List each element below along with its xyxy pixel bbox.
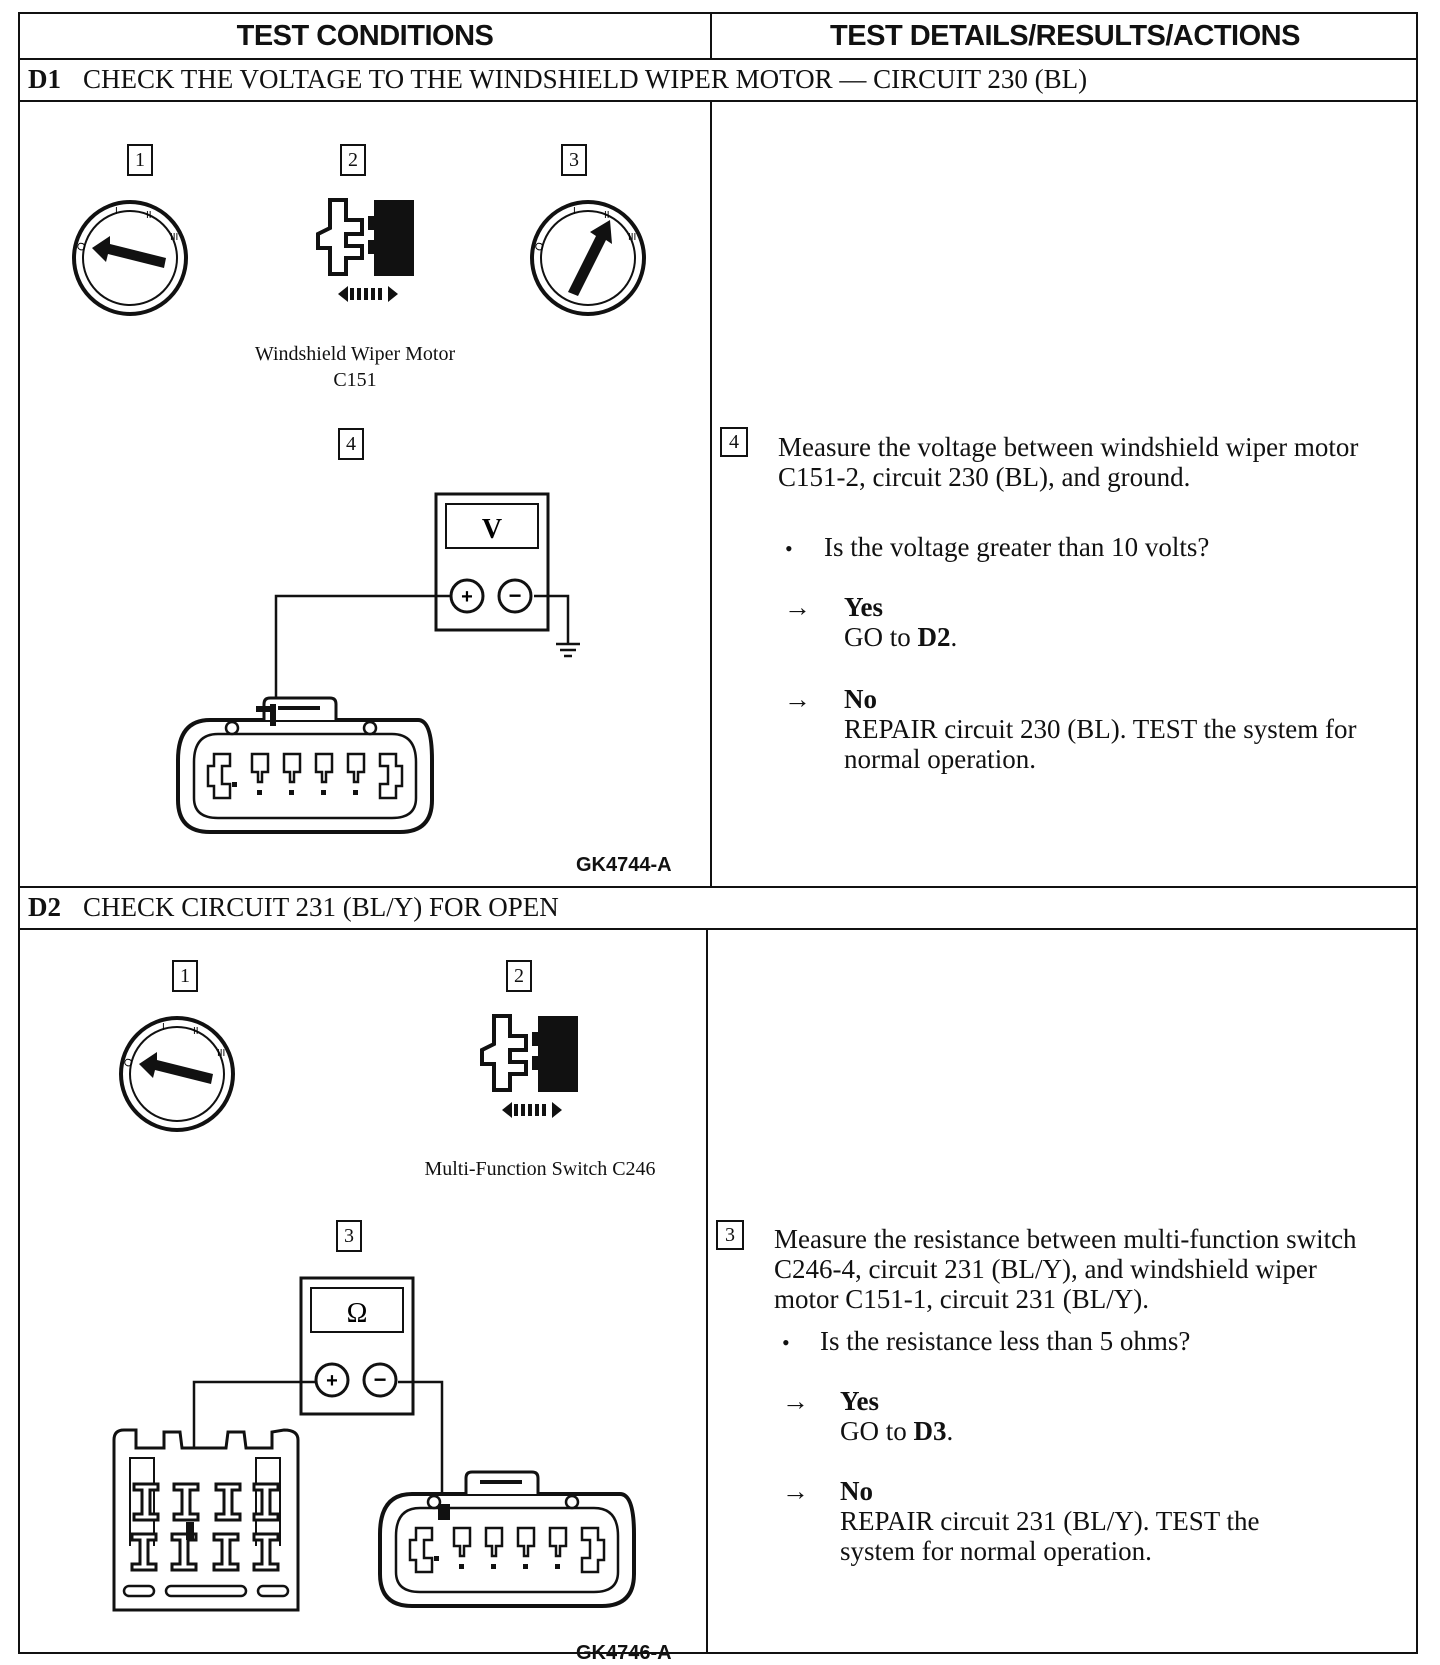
caption-line-1: Windshield Wiper Motor [254,343,456,365]
wiper-motor-connector-icon [378,1470,636,1608]
d1-instruction: Measure the voltage between windshield w… [778,432,1359,492]
yes-action-target[interactable]: D3 [913,1416,947,1446]
svg-text:Ω: Ω [347,1298,368,1329]
ignition-off-icon: O I II III [72,200,188,316]
svg-text:I: I [115,206,118,217]
svg-text:I: I [573,206,576,217]
no-action: REPAIR circuit 231 (BL/Y). TEST the syst… [840,1506,1260,1566]
svg-text:III: III [217,1048,225,1059]
svg-text:V: V [482,514,502,545]
step-box-3: 3 [336,1220,362,1252]
multi-function-switch-connector-icon [112,1428,300,1612]
header-test-details: TEST DETAILS/RESULTS/ACTIONS [830,19,1300,52]
no-label: No [844,684,877,714]
arrow-right-icon: → [784,592,811,622]
voltmeter-icon: V + − [434,492,550,632]
meter-leads [274,594,580,706]
column-divider [710,102,712,886]
wiper-motor-connector-icon [176,696,434,834]
yes-action-pre: GO to [840,1416,914,1446]
section-d2-title: D2 CHECK CIRCUIT 231 (BL/Y) FOR OPEN [28,892,559,923]
no-label: No [840,1476,873,1506]
d2-instruction: Measure the resistance between multi-fun… [774,1224,1357,1314]
d2-caption: Multi-Function Switch C246 [424,1158,656,1180]
step-box-2: 2 [506,960,532,992]
rule [20,100,1416,102]
d2-answer-yes: Yes GO to D3. [840,1386,1360,1446]
svg-text:III: III [628,232,636,243]
svg-text:II: II [193,1026,199,1037]
yes-label: Yes [840,1386,879,1416]
step-box-3: 3 [561,144,587,176]
figure-code-d1: GK4744-A [576,854,672,876]
disconnect-connector-icon [316,198,414,302]
section-d1-id: D1 [28,64,61,94]
bullet-icon: • [782,1330,790,1355]
arrow-right-icon: → [782,1386,809,1416]
ohmmeter-icon: Ω + − [299,1276,415,1416]
section-d2-id: D2 [28,892,61,922]
no-action: REPAIR circuit 230 (BL). TEST the system… [844,714,1357,774]
yes-action-pre: GO to [844,622,918,652]
d1-answer-no: No REPAIR circuit 230 (BL). TEST the sys… [844,684,1384,774]
yes-action-target[interactable]: D2 [917,622,951,652]
figure-code-d2: GK4746-A [576,1642,672,1664]
d1-answer-yes: Yes GO to D2. [844,592,1364,652]
arrow-right-icon: → [782,1476,809,1506]
arrow-right-icon: → [784,684,811,714]
yes-label: Yes [844,592,883,622]
test-table: TEST CONDITIONS TEST DETAILS/RESULTS/ACT… [18,12,1418,1664]
svg-text:−: − [509,583,522,608]
section-d1-text: CHECK THE VOLTAGE TO THE WINDSHIELD WIPE… [83,64,1088,94]
d1-question: Is the voltage greater than 10 volts? [824,532,1210,562]
rule [20,886,1416,888]
ground-icon [560,640,561,641]
svg-text:+: + [461,586,473,608]
svg-text:II: II [604,210,610,221]
d2-answer-no: No REPAIR circuit 231 (BL/Y). TEST the s… [840,1476,1340,1566]
rule [20,58,1416,60]
d2-step-box: 3 [716,1220,744,1250]
d2-question: Is the resistance less than 5 ohms? [820,1326,1191,1356]
svg-text:I: I [162,1022,165,1033]
section-d2-text: CHECK CIRCUIT 231 (BL/Y) FOR OPEN [83,892,559,922]
ignition-run-icon: O I II III [530,200,646,316]
disconnect-connector-icon [480,1014,578,1118]
ignition-off-icon: O I II III [119,1016,235,1132]
yes-action-post: . [946,1416,954,1446]
d1-step-box: 4 [720,427,748,457]
svg-text:+: + [326,1370,338,1392]
step-box-2: 2 [340,144,366,176]
step-box-1: 1 [172,960,198,992]
section-d1-title: D1 CHECK THE VOLTAGE TO THE WINDSHIELD WI… [28,64,1087,95]
step-box-1: 1 [127,144,153,176]
svg-text:−: − [374,1367,387,1392]
column-divider [706,930,708,1654]
d1-caption: Windshield Wiper Motor C151 [230,341,480,393]
rule [20,928,1416,930]
header-test-conditions: TEST CONDITIONS [236,19,494,52]
yes-action-post: . [950,622,958,652]
header-divider [710,14,712,58]
caption-line-2: C151 [333,369,377,391]
svg-text:III: III [170,232,178,243]
svg-text:II: II [146,210,152,221]
step-box-4: 4 [338,428,364,460]
bullet-icon: • [785,536,793,561]
